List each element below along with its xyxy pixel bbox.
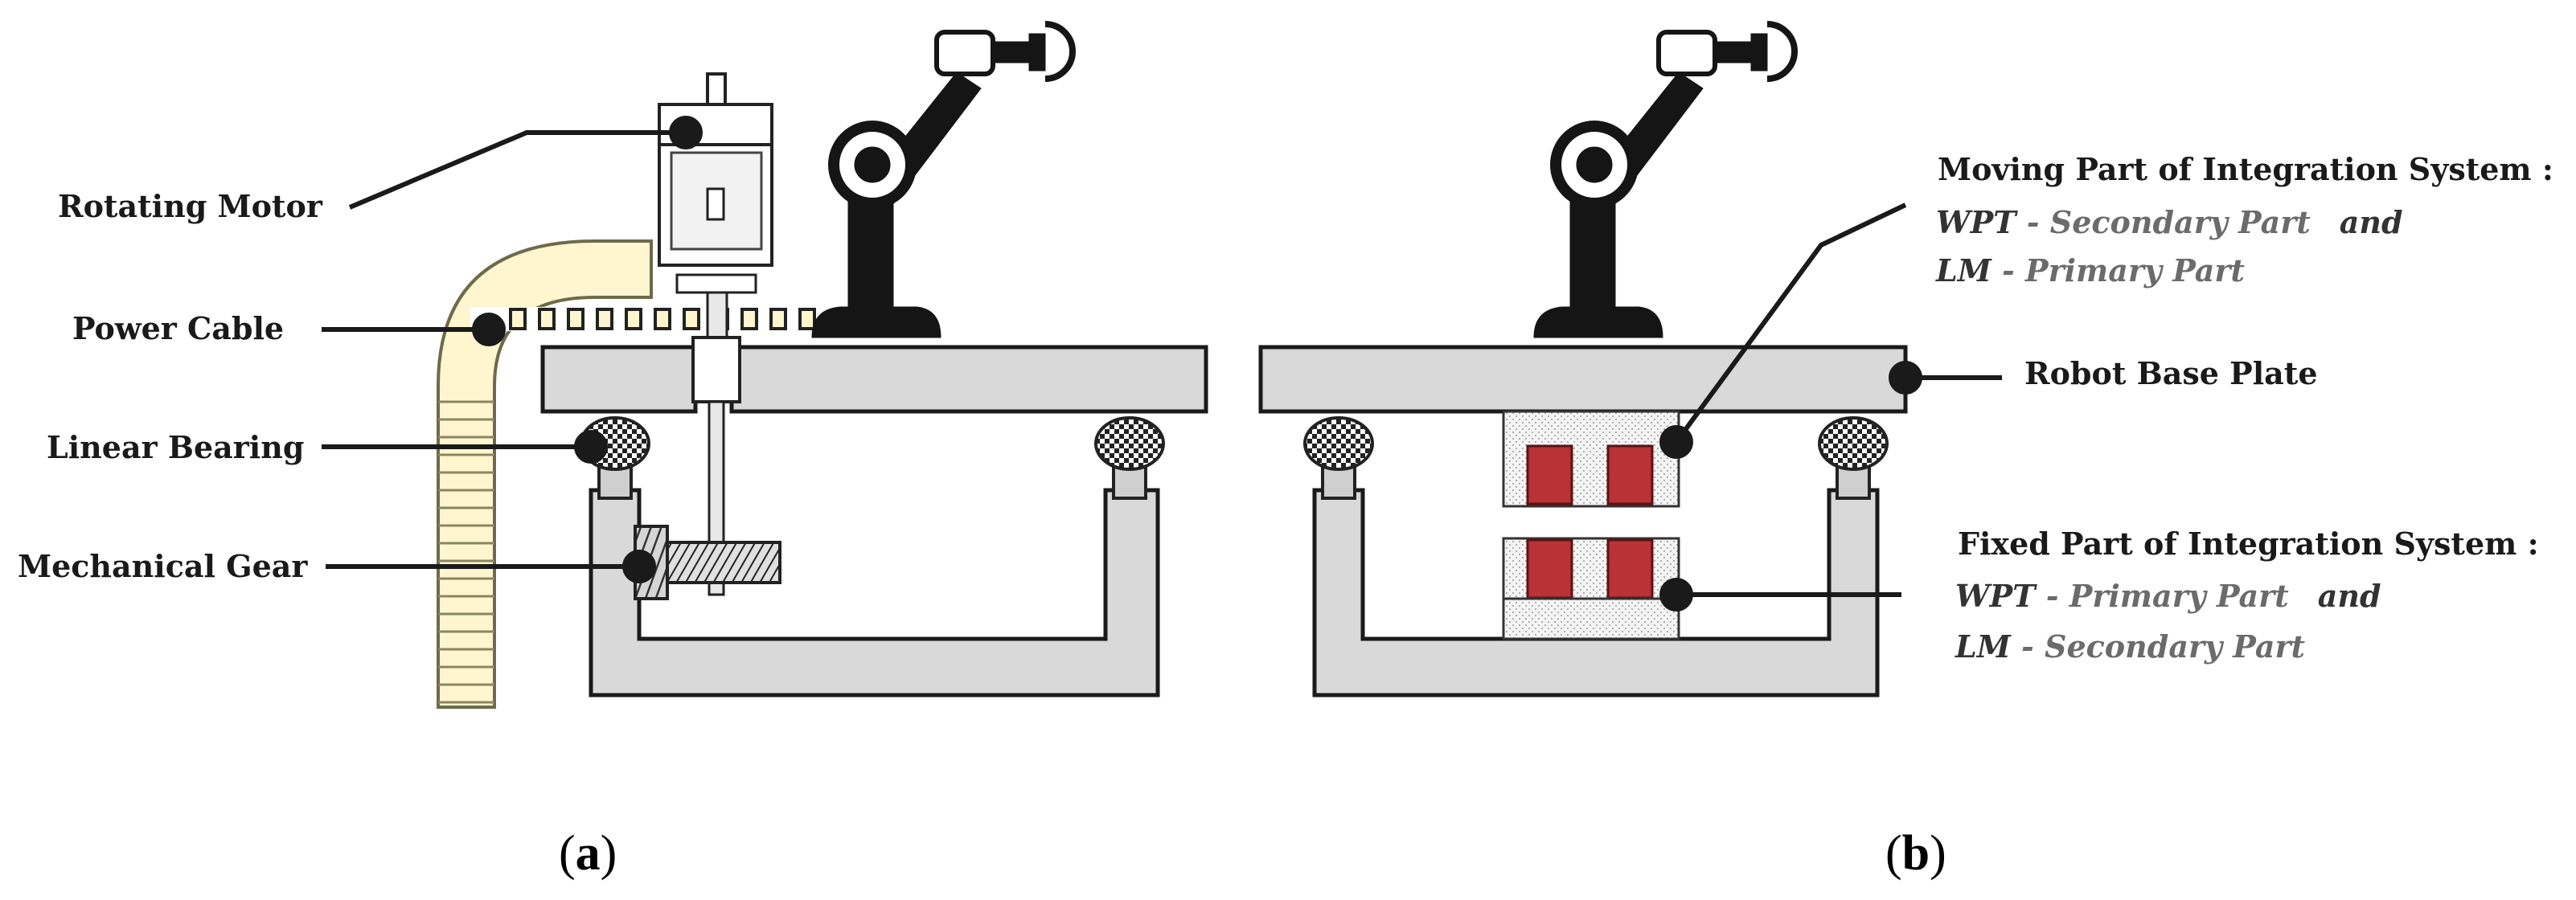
leaders-a bbox=[322, 116, 703, 583]
linear-bearing-left-b bbox=[1303, 416, 1374, 471]
panel-a: Rotating Motor Power Cable Linear Bearin… bbox=[18, 21, 1208, 881]
label-moving-part-title: Moving Part of Integration System : bbox=[1938, 151, 2553, 187]
label-linear-bearing: Linear Bearing bbox=[47, 429, 304, 465]
frame-a bbox=[589, 488, 1160, 698]
robot-arm-b bbox=[1533, 21, 1798, 338]
rotating-motor bbox=[658, 72, 773, 294]
label-rotating-motor: Rotating Motor bbox=[58, 188, 323, 224]
cable-link bbox=[740, 308, 758, 330]
cable-link bbox=[509, 308, 527, 330]
cable-link bbox=[596, 308, 613, 330]
mechanical-gear bbox=[634, 525, 781, 600]
label-robot-base-plate: Robot Base Plate bbox=[2024, 355, 2318, 391]
linear-bearing-right-a bbox=[1094, 416, 1165, 471]
label-fixed-part-title: Fixed Part of Integration System : bbox=[1958, 526, 2539, 562]
frame-b bbox=[1312, 488, 1880, 698]
cable-link bbox=[538, 308, 556, 330]
cable-link bbox=[798, 308, 816, 330]
cable-link bbox=[625, 308, 642, 330]
shaft-coupling-box bbox=[691, 336, 741, 403]
fixed-part-block bbox=[1502, 537, 1680, 640]
label-power-cable: Power Cable bbox=[72, 310, 284, 346]
robot-base-plate bbox=[1258, 345, 1908, 414]
cable-link bbox=[654, 308, 671, 330]
rail-post-right-b bbox=[1836, 464, 1871, 500]
cable-link bbox=[567, 308, 585, 330]
moving-part-block bbox=[1502, 410, 1680, 508]
linear-bearing-right-b bbox=[1818, 416, 1889, 471]
base-plate-a-right bbox=[729, 345, 1208, 414]
cable-link bbox=[683, 308, 700, 330]
caption-a: (a) bbox=[559, 826, 617, 881]
rail-post-left-b bbox=[1321, 464, 1356, 500]
leaders-b bbox=[1659, 202, 2002, 612]
caption-b: (b) bbox=[1885, 826, 1946, 881]
robot-arm-a bbox=[811, 21, 1076, 338]
power-cable-chain bbox=[437, 239, 816, 709]
cable-link bbox=[769, 308, 787, 330]
label-mechanical-gear: Mechanical Gear bbox=[18, 548, 308, 584]
base-plate-a-left bbox=[540, 345, 698, 414]
label-fixed-part-line2: LM - Secondary Part bbox=[1955, 628, 2305, 665]
panel-b: Robot Base Plate Moving Part of Integrat… bbox=[1258, 21, 2553, 881]
label-moving-part-line2: LM - Primary Part bbox=[1935, 252, 2245, 288]
